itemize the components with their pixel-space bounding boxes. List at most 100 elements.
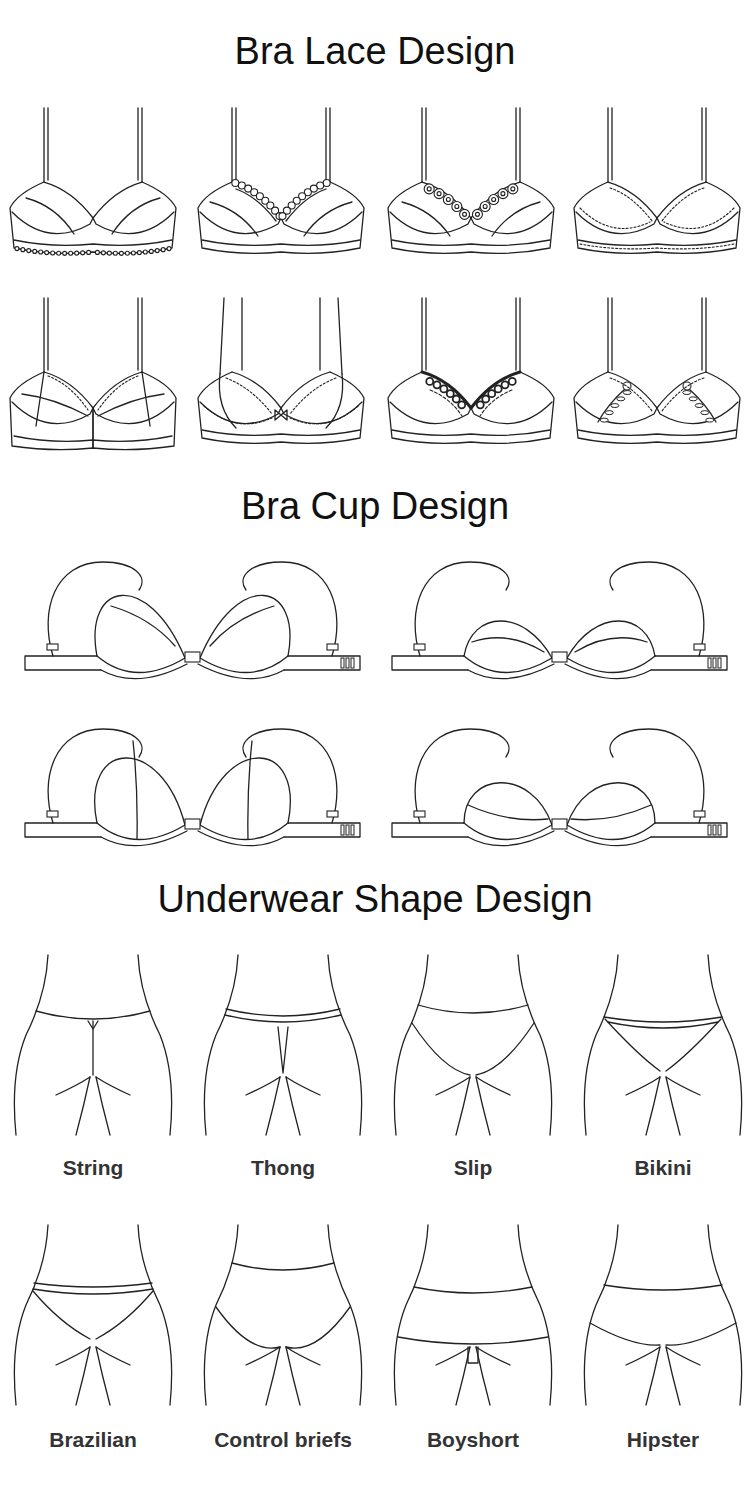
embroidery-dot [483, 205, 487, 209]
bra-strap [422, 108, 426, 182]
left-half [204, 374, 272, 428]
scallop-trim [69, 251, 73, 255]
lace-edge [480, 390, 512, 416]
scallop-trim [21, 248, 25, 252]
lace-motif [495, 385, 502, 392]
cup-seam [472, 638, 544, 652]
leg-line [646, 1347, 680, 1405]
style-label: Brazilian [49, 1428, 137, 1452]
bra-band [284, 823, 360, 837]
hook-eye [346, 825, 349, 835]
stitching [204, 406, 272, 424]
leaf [611, 404, 619, 408]
cup-seam [575, 638, 647, 652]
left-half [25, 562, 187, 679]
hook-eye [708, 658, 711, 668]
garment-edge [96, 1291, 153, 1339]
embroidery-dot [455, 205, 459, 209]
bra-strap [44, 298, 48, 372]
leg-line [76, 1077, 110, 1135]
stitching [226, 378, 272, 414]
strap-adjuster [47, 811, 58, 817]
lace-edge [236, 189, 276, 221]
bra-strap [516, 108, 520, 182]
underwire [567, 656, 655, 673]
cup-edge [422, 182, 471, 218]
band-line [202, 240, 360, 245]
style-label: Slip [454, 1156, 493, 1180]
underwire [576, 402, 738, 424]
body-outline [584, 1225, 618, 1405]
scallop-trim [87, 250, 91, 254]
shoulder-strap [415, 729, 509, 823]
lace-band [471, 372, 520, 408]
scallop-trim [95, 250, 99, 254]
lace-bra-drawing [574, 108, 740, 253]
hook-eye [718, 825, 721, 835]
band-line [202, 430, 360, 435]
cup-edge [422, 372, 471, 408]
seam-line [36, 372, 44, 426]
underwire [565, 831, 651, 846]
cup-bra-drawing [392, 729, 727, 846]
right-half [198, 562, 360, 679]
bra-outline [198, 182, 364, 253]
cup-outline [200, 595, 290, 658]
strap-adjuster [327, 811, 338, 817]
center-seam [92, 408, 93, 448]
underwire [565, 664, 651, 679]
left-half [210, 180, 283, 236]
body-outline [518, 1225, 552, 1405]
stitching [580, 208, 650, 228]
right-half [279, 180, 352, 236]
underwire [200, 823, 288, 840]
bra-strap [138, 298, 142, 372]
hook-eye [718, 658, 721, 668]
body-crease [436, 1077, 510, 1095]
lace-motif [440, 385, 447, 392]
garment-edge [226, 1009, 340, 1016]
underwear-drawing [584, 1225, 741, 1405]
garment-edge [225, 1015, 341, 1022]
cup-outline [464, 621, 552, 658]
bra-band [651, 823, 727, 837]
scallop-trim [27, 249, 31, 253]
underwear-drawing [14, 1225, 171, 1405]
garment-edge [666, 1323, 736, 1345]
leaf [701, 411, 709, 415]
seam-line [219, 374, 236, 428]
left-half [392, 562, 554, 679]
garment-edge [468, 1347, 478, 1363]
cup-seam [468, 805, 548, 820]
body-outline [584, 955, 618, 1135]
style-label: Boyshort [427, 1428, 519, 1452]
left-half [22, 372, 93, 448]
seam-line [492, 202, 540, 236]
bra-band [392, 823, 468, 837]
hook-eye [708, 825, 711, 835]
underwear-drawing [584, 955, 741, 1135]
body-outline [328, 955, 362, 1135]
embroidery-loop [480, 202, 490, 212]
bra-strap [44, 108, 48, 182]
hook-eye [341, 658, 344, 668]
lace-scallop [279, 213, 286, 220]
scallop-trim [33, 249, 37, 253]
right-half [290, 374, 358, 428]
lace-motif [488, 390, 495, 397]
scallop-trim [113, 251, 117, 255]
garment-edge [604, 1285, 722, 1290]
seam-line [326, 374, 343, 428]
lace-scallop [323, 180, 330, 187]
stitching [664, 208, 734, 228]
garment-edge [604, 1017, 722, 1022]
section-heading: Bra Lace Design [235, 30, 516, 74]
cup-edge [471, 182, 520, 218]
style-label: Thong [251, 1156, 315, 1180]
stitching [580, 244, 657, 249]
cup-edge [281, 372, 330, 408]
leg-line [456, 1077, 490, 1135]
lace-bra-drawing [198, 298, 364, 443]
bra-strap [608, 298, 612, 372]
garment-edge [412, 1023, 470, 1075]
